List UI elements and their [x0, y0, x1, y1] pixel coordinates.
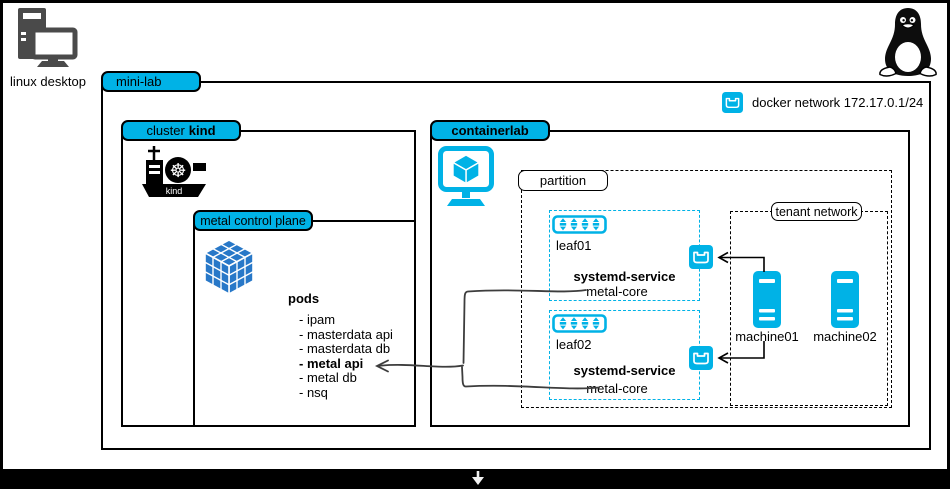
leaf01-service-type: systemd-service [573, 269, 676, 284]
machine02-server-icon [831, 271, 859, 328]
partition-box [521, 170, 892, 408]
linux-desktop-icon [14, 8, 80, 68]
leaf01-docker-container-icon [689, 245, 713, 269]
pods-list: - ipam - masterdata api - masterdata db … [299, 312, 393, 400]
minilab-label: mini-lab [101, 71, 201, 92]
metal-control-plane-label: metal control plane [193, 210, 313, 231]
pods-title: pods [288, 291, 320, 306]
frame-right [947, 0, 950, 489]
frame-top [0, 0, 950, 3]
leaf01-service-name: metal-core [586, 284, 648, 299]
linux-desktop-label: linux desktop [10, 74, 86, 89]
leaf01-name: leaf01 [556, 238, 592, 253]
pod-item: - masterdata db [299, 341, 391, 356]
pod-item: - nsq [299, 384, 328, 400]
partition-label: partition [518, 170, 608, 191]
kubernetes-cube-icon [203, 238, 255, 296]
cluster-kind-label: cluster kind [121, 120, 241, 141]
containerlab-monitor-icon [438, 146, 494, 208]
svg-text:kind: kind [166, 186, 183, 196]
tux-penguin-icon [877, 6, 939, 78]
scroll-down-arrow-icon[interactable] [471, 470, 485, 487]
kind-ship-icon: ☸ kind [138, 144, 210, 198]
pod-item: - masterdata api [299, 326, 393, 342]
minilab-frame [101, 81, 931, 450]
containerlab-frame [430, 130, 910, 427]
pod-item: - ipam [299, 312, 336, 327]
tenant-network-label: tenant network [771, 202, 862, 221]
docker-network-icon [722, 92, 743, 113]
pod-item: - metal db [299, 370, 357, 385]
leaf02-docker-container-icon [689, 346, 713, 370]
machine02-label: machine02 [813, 329, 877, 344]
bottom-bar [0, 469, 950, 489]
leaf02-service-type: systemd-service [573, 363, 676, 378]
machine01-label: machine01 [735, 329, 799, 344]
pod-item-metal-api: - metal api [299, 355, 364, 371]
leaf02-service-name: metal-core [586, 381, 648, 396]
docker-network-label: docker network 172.17.0.1/24 [752, 95, 924, 110]
frame-left [0, 0, 3, 489]
svg-text:☸: ☸ [169, 160, 186, 182]
containerlab-label: containerlab [430, 120, 550, 141]
leaf01-switch-icon [552, 215, 607, 234]
leaf02-switch-icon [552, 314, 607, 333]
machine01-server-icon [753, 271, 781, 328]
leaf02-name: leaf02 [556, 337, 592, 352]
